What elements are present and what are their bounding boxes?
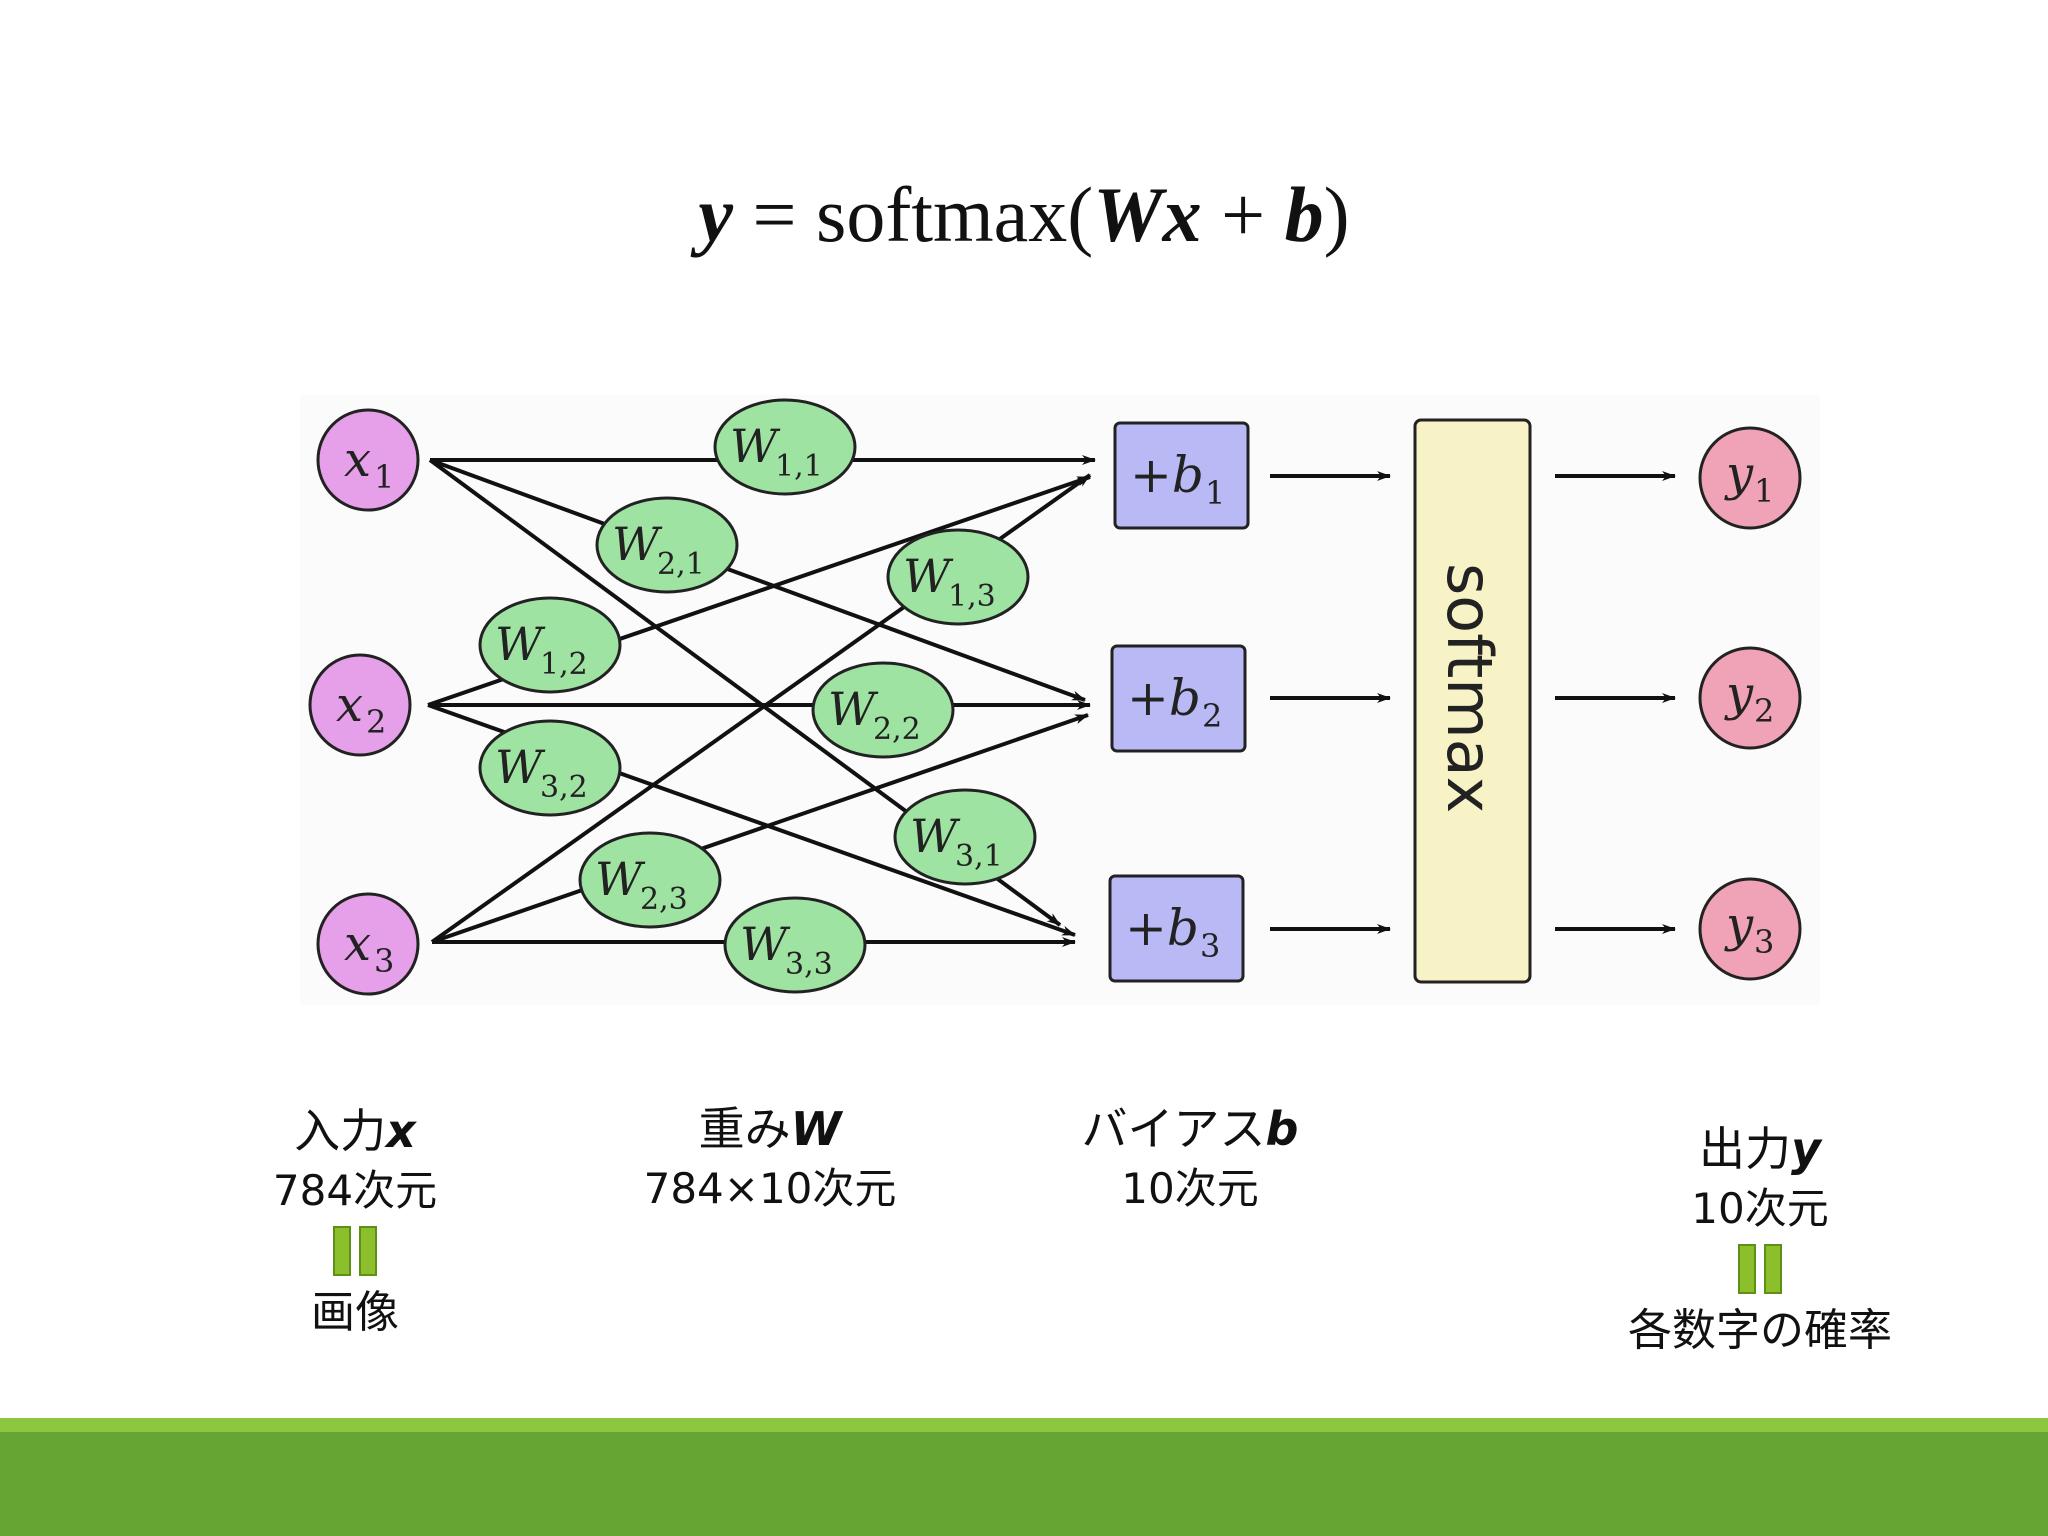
input-node-x1: x 1	[316, 408, 420, 512]
svg-text:3,1: 3,1	[955, 839, 1003, 874]
caption-input-meaning: 画像	[311, 1287, 399, 1338]
caption-output: 出力y 10次元 各数字の確率	[1590, 1118, 1930, 1360]
svg-text:1: 1	[374, 458, 394, 496]
formula-close: )	[1323, 171, 1350, 258]
bias-node-b1: +b 1	[1113, 421, 1250, 530]
caption-input: 入力x 784次元 画像	[210, 1100, 500, 1342]
bias-node-b3: +b 3	[1108, 874, 1245, 983]
formula-w: W	[1093, 171, 1163, 258]
svg-text:+b: +b	[1130, 446, 1204, 504]
svg-text:3: 3	[1754, 923, 1774, 961]
caption-weight: 重みW 784×10次元	[590, 1098, 950, 1218]
svg-text:x: x	[344, 916, 371, 972]
svg-text:W: W	[903, 549, 954, 603]
svg-text:y: y	[1724, 666, 1754, 722]
svg-text:W: W	[910, 809, 961, 863]
footer-accent-stripe	[0, 1418, 2048, 1432]
edge-x1-b2	[429, 458, 1086, 702]
output-node-y2: y 2	[1698, 646, 1802, 750]
formula-equals: =	[733, 171, 816, 258]
svg-text:+b: +b	[1125, 899, 1199, 957]
weight-node-w12: W 1,2	[478, 596, 622, 694]
bias-node-b2: +b 2	[1110, 644, 1247, 753]
svg-text:1,2: 1,2	[540, 647, 588, 682]
caption-output-dims: 10次元	[1691, 1184, 1829, 1233]
svg-text:y: y	[1724, 897, 1754, 953]
formula: y = softmax(Wx + b)	[0, 170, 2048, 260]
output-node-y3: y 3	[1698, 877, 1802, 981]
svg-text:2,3: 2,3	[640, 882, 688, 917]
footer-bar	[0, 1432, 2048, 1536]
svg-text:1: 1	[1205, 474, 1225, 512]
softmax-label: softmax	[1433, 563, 1506, 813]
softmax-box: softmax	[1413, 418, 1532, 984]
input-node-x2: x 2	[308, 653, 412, 757]
weight-node-w22: W 2,2	[811, 661, 955, 759]
svg-text:W: W	[495, 617, 546, 671]
formula-b: b	[1284, 171, 1324, 258]
svg-text:W: W	[730, 419, 781, 473]
caption-bias: バイアスb 10次元	[1040, 1098, 1340, 1218]
svg-text:2: 2	[1202, 697, 1222, 735]
caption-input-dims: 784次元	[272, 1166, 438, 1215]
edge-x3-b2	[431, 713, 1089, 944]
svg-text:2,1: 2,1	[657, 547, 705, 582]
svg-text:W: W	[595, 852, 646, 906]
equals-mark-output	[1590, 1244, 1930, 1294]
equals-mark-input	[210, 1226, 500, 1276]
svg-text:2: 2	[1754, 692, 1774, 730]
svg-text:2,2: 2,2	[873, 712, 921, 747]
formula-y: y	[698, 171, 733, 258]
svg-text:W: W	[740, 917, 791, 971]
weight-node-w33: W 3,3	[723, 896, 867, 994]
svg-text:3,3: 3,3	[785, 947, 833, 982]
output-node-y1: y 1	[1698, 426, 1802, 530]
weight-node-w11: W 1,1	[713, 398, 857, 496]
weight-node-w23: W 2,3	[578, 831, 722, 929]
svg-text:3,2: 3,2	[540, 770, 588, 805]
svg-text:y: y	[1724, 446, 1754, 502]
svg-text:3: 3	[1200, 927, 1220, 965]
caption-bias-dims: 10次元	[1121, 1164, 1259, 1213]
svg-text:1,1: 1,1	[775, 449, 823, 484]
svg-text:1,3: 1,3	[948, 579, 996, 614]
weight-node-w31: W 3,1	[893, 788, 1037, 886]
caption-weight-dims: 784×10次元	[643, 1164, 897, 1213]
formula-x: x	[1162, 171, 1202, 258]
weight-node-w21: W 2,1	[595, 496, 739, 594]
svg-text:x: x	[344, 432, 371, 488]
svg-text:W: W	[828, 682, 879, 736]
svg-text:1: 1	[1754, 472, 1774, 510]
svg-text:x: x	[336, 677, 363, 733]
weight-node-w32: W 3,2	[478, 719, 622, 817]
formula-plus: +	[1201, 171, 1285, 258]
weight-node-w13: W 1,3	[886, 528, 1030, 626]
input-node-x3: x 3	[316, 892, 420, 996]
svg-text:W: W	[612, 517, 663, 571]
svg-text:2: 2	[366, 703, 386, 741]
caption-output-meaning: 各数字の確率	[1628, 1305, 1892, 1356]
svg-text:3: 3	[374, 942, 394, 980]
formula-softmax: softmax(	[816, 171, 1094, 258]
svg-text:W: W	[495, 740, 546, 794]
svg-text:+b: +b	[1127, 669, 1201, 727]
